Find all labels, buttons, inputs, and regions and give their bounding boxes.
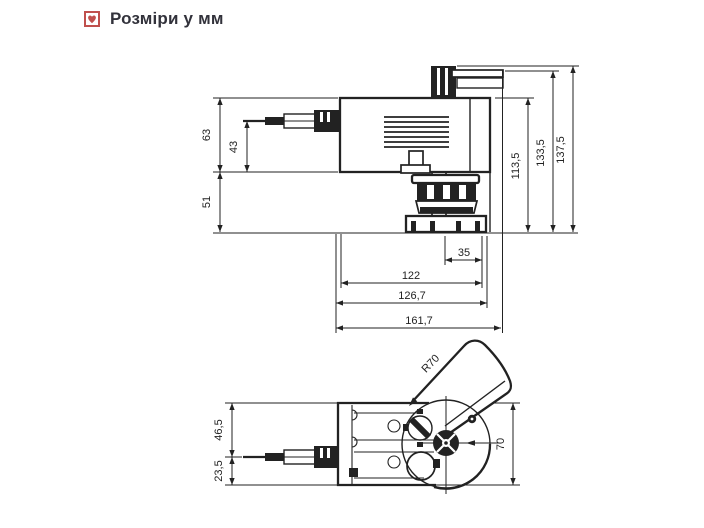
- dim-label-133-5: 133,5: [535, 139, 547, 167]
- page-title: Розміри у мм: [110, 9, 224, 28]
- dim-label-23-5: 23,5: [213, 460, 225, 481]
- dim-label-126-7: 126,7: [398, 290, 426, 302]
- dim-label-137-5: 137,5: [555, 136, 567, 164]
- cable-connector: [243, 110, 339, 132]
- checkbox-marker-icon: [84, 11, 100, 27]
- dim-label-63: 63: [201, 129, 213, 141]
- dim-label-113-5: 113,5: [510, 153, 522, 180]
- cable-connector-top: [243, 446, 339, 468]
- dim-label-35: 35: [458, 247, 470, 259]
- dim-label-161-7: 161,7: [405, 315, 433, 327]
- section-header: Розміри у мм: [84, 9, 224, 29]
- position-indicator: [403, 409, 433, 447]
- crank-lever: [409, 339, 513, 436]
- dim-label-122: 122: [402, 270, 420, 282]
- dim-label-46-5: 46,5: [213, 419, 225, 440]
- side-view-dimensions: 63 43 51 113,5 133,5 137,5 35 122 126,7 …: [201, 65, 579, 333]
- dim-label-43: 43: [228, 141, 240, 153]
- mounting-bracket: [404, 214, 488, 234]
- shaft-clamp-top: [420, 396, 499, 494]
- top-connector: [431, 66, 504, 98]
- dim-label-51: 51: [201, 196, 213, 208]
- top-view-drawing: [243, 339, 513, 494]
- shaft-clamp: [410, 173, 481, 214]
- vent-ribs: [384, 116, 449, 148]
- dim-label-70: 70: [495, 438, 507, 450]
- gear-release-button: [400, 150, 431, 174]
- side-view-drawing: [243, 66, 504, 234]
